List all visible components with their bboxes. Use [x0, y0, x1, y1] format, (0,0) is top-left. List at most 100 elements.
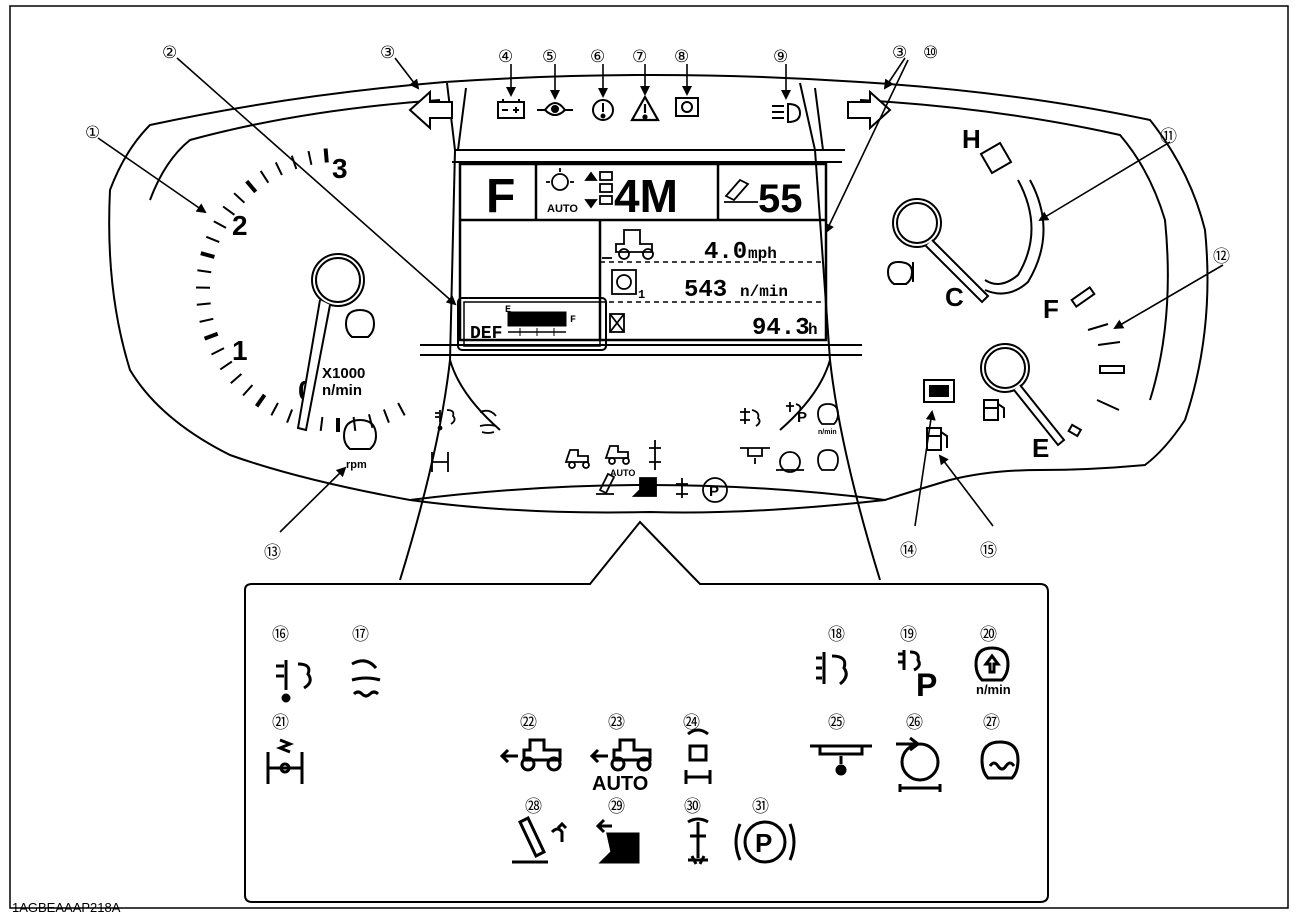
- def-empty-label: E: [505, 305, 511, 316]
- temp-hot-label: H: [962, 124, 981, 154]
- fuel-empty-label: E: [1032, 433, 1049, 463]
- figure-code: 1AGBEAAAP218A: [12, 900, 121, 914]
- def-full-label: F: [570, 315, 576, 326]
- lcd-speed-unit: mph: [748, 245, 777, 263]
- tach-tick: [230, 373, 243, 384]
- tach-tick: [382, 409, 390, 423]
- engine-speed-indicator-icon: [342, 308, 378, 450]
- tach-tick: [307, 150, 313, 166]
- callout-21: ㉑: [272, 713, 289, 732]
- callout-12: ⑫: [1213, 247, 1230, 266]
- lcd-pto-unit: n/min: [740, 283, 788, 301]
- turn-signal-left-icon: [408, 89, 453, 131]
- lcd-speed-value: 4.0: [704, 239, 747, 266]
- callout-9: ⑨: [773, 47, 788, 66]
- tach-label-2: 2: [232, 210, 248, 241]
- tach-tick: [219, 360, 233, 371]
- cluster-auto-label: AUTO: [610, 468, 635, 478]
- lcd-auto-label: AUTO: [547, 203, 578, 215]
- fuel-full-label: F: [1043, 294, 1059, 324]
- fuel-gauge: [980, 286, 1125, 447]
- tach-unit-x1000: X1000: [322, 365, 365, 382]
- tach-tick: [286, 409, 294, 423]
- outer-frame: [9, 5, 1289, 909]
- callout-19: ⑲: [900, 625, 917, 644]
- tach-label-1: 1: [232, 335, 248, 366]
- lcd-hourmeter-icon: [609, 313, 625, 333]
- coolant-temperature-icon: [886, 260, 914, 285]
- callout-18: ⑱: [828, 625, 845, 644]
- callout-24: ㉔: [683, 713, 700, 732]
- detail-panel: [244, 520, 1049, 903]
- callout-13: ⑬: [264, 543, 281, 562]
- tach-tick: [319, 416, 324, 432]
- cluster-p-label: P: [797, 409, 807, 426]
- rpm-label: rpm: [346, 459, 367, 471]
- lcd-throttle-icon: [724, 178, 758, 203]
- callout-15: ⑮: [980, 541, 997, 560]
- callout-10: ⑩: [923, 43, 938, 62]
- headlight-icon: [772, 102, 802, 124]
- callout-7: ⑦: [632, 47, 647, 66]
- detail-auto-label: AUTO: [592, 773, 648, 795]
- transmission-warning-icon: [675, 97, 699, 117]
- callout-20: ⑳: [980, 625, 997, 644]
- parking-brake-label: P: [755, 828, 772, 858]
- callout-5: ⑤: [542, 47, 557, 66]
- callout-8: ⑧: [674, 47, 689, 66]
- cluster-nmin-label: n/min: [818, 429, 837, 436]
- lcd-gear-value: 4M: [614, 170, 678, 222]
- tach-tick: [233, 192, 246, 204]
- callout-29: ㉙: [608, 797, 625, 816]
- low-fuel-icon: [926, 427, 948, 451]
- tach-tick: [203, 331, 219, 341]
- tach-tick: [259, 170, 270, 184]
- tach-tick: [242, 384, 254, 397]
- detail-nmin-label: n/min: [976, 682, 1011, 697]
- lcd-throttle-value: 55: [758, 177, 803, 221]
- detail-panel-icons: [266, 646, 1020, 865]
- lcd-hours-unit: h: [808, 321, 818, 339]
- temp-cold-label: C: [945, 282, 964, 312]
- lcd-auto-shift-icon: [546, 168, 613, 209]
- callout-3-left: ③: [380, 43, 395, 62]
- callout-25: ㉕: [828, 713, 845, 732]
- master-warning-triangle-icon: [630, 94, 660, 122]
- tachometer-needle: [296, 253, 365, 432]
- callout-3-right: ③: [892, 43, 907, 62]
- callout-23: ㉓: [608, 713, 625, 732]
- tach-label-3: 3: [332, 153, 348, 184]
- lcd-pto-icon: [611, 269, 637, 295]
- oil-pressure-icon: [537, 102, 573, 116]
- tach-tick: [368, 413, 374, 429]
- tach-tick: [196, 302, 211, 306]
- def-level-gauge: [457, 297, 607, 351]
- tach-unit-nmin: n/min: [322, 382, 362, 399]
- tach-tick: [270, 402, 279, 416]
- tach-tick: [200, 251, 215, 259]
- callout-4: ④: [498, 47, 513, 66]
- cluster-lower-indicators: [431, 402, 839, 503]
- callout-22: ㉒: [520, 713, 537, 732]
- callout-27: ㉗: [983, 713, 1000, 732]
- callout-14: ⑭: [900, 541, 917, 560]
- lcd-pto-value: 543: [684, 277, 727, 304]
- parking-brake-icon: [734, 820, 796, 864]
- lcd-pto-subscript: 1: [638, 288, 645, 302]
- cluster-outline: [108, 74, 1209, 581]
- temperature-gauge: [892, 141, 1045, 304]
- cluster-parking-label: P: [709, 483, 719, 500]
- tach-tick: [274, 161, 283, 176]
- tach-tick: [352, 416, 357, 432]
- callout-26: ㉖: [906, 713, 923, 732]
- callout-17: ⑰: [352, 625, 369, 644]
- tach-tick: [213, 220, 227, 229]
- tach-tick: [199, 317, 214, 323]
- callout-leader-lines: [97, 57, 1224, 533]
- tach-tick: [245, 179, 258, 194]
- tach-tick: [254, 393, 267, 408]
- tach-tick: [397, 402, 406, 416]
- detail-p-label: P: [916, 667, 937, 703]
- tach-tick: [211, 347, 225, 356]
